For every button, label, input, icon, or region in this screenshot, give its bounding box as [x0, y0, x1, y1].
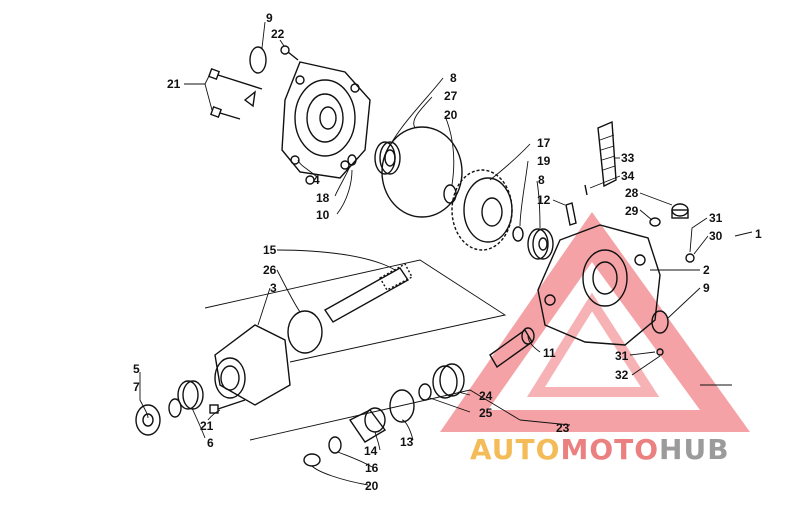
callout-14: 14 [364, 444, 378, 458]
housing-3 [214, 324, 291, 406]
screw-22 [280, 45, 299, 61]
watermark-logo: AUTOMOTOHUB [440, 212, 750, 466]
callout-13: 13 [400, 435, 414, 449]
spacer-25 [418, 383, 432, 401]
callout-16: 16 [365, 461, 379, 475]
spring-16 [328, 436, 342, 454]
callout-32: 32 [615, 368, 629, 382]
watermark-moto: MOTO [560, 433, 659, 466]
shim-20-upper [443, 184, 457, 204]
callout-19: 19 [537, 154, 551, 168]
bolt-21-lower [209, 399, 246, 414]
callout-10: 10 [316, 208, 330, 222]
callout-25: 25 [479, 406, 493, 420]
sub-assembly-frame-lower [249, 389, 521, 441]
watermark-triangle-inner [527, 292, 660, 397]
callout-12: 12 [537, 193, 551, 207]
callout-2: 2 [703, 263, 710, 277]
pinion-shaft-11 [489, 327, 535, 369]
leader-lines [139, 21, 753, 486]
callout-7: 7 [133, 380, 140, 394]
watermark-hub: HUB [659, 433, 730, 466]
cover-plate [281, 61, 371, 185]
seal-9-upper [249, 46, 267, 74]
callout-30: 30 [709, 229, 723, 243]
bolts-21 [207, 67, 263, 120]
callout-21-top: 21 [167, 77, 181, 91]
plug-28 [671, 203, 689, 219]
shaft-15 [323, 263, 413, 323]
bearing-8-upper [374, 141, 401, 175]
ring-gear-17 [451, 169, 513, 251]
callout-20-lower: 20 [365, 479, 379, 493]
watermark-triangle [440, 212, 750, 432]
circlip-5 [168, 398, 182, 418]
bearing-24 [432, 363, 465, 399]
pin-34 [584, 184, 588, 196]
washer-18 [347, 154, 357, 166]
seal-13 [389, 389, 415, 423]
callout-6: 6 [207, 436, 214, 450]
callout-31-top: 31 [709, 211, 723, 225]
callout-29: 29 [625, 204, 639, 218]
callout-34: 34 [621, 169, 635, 183]
callout-24: 24 [479, 389, 493, 403]
screw-30 [685, 253, 695, 263]
bearing-8-mid [527, 228, 554, 260]
sleeve-14 [348, 407, 387, 443]
callout-1: 1 [755, 227, 762, 241]
callout-18: 18 [316, 191, 330, 205]
sensor-12 [565, 202, 577, 226]
callout-3: 3 [270, 281, 277, 295]
screw-32 [656, 348, 664, 356]
callout-4: 4 [313, 173, 320, 187]
callout-31-lower: 31 [615, 349, 629, 363]
cap-7 [135, 404, 161, 436]
o-ring-26 [287, 310, 323, 354]
callout-26: 26 [263, 263, 277, 277]
sub-assembly-frame-upper [204, 259, 507, 363]
bearing-6 [177, 380, 204, 410]
o-ring-27 [381, 126, 463, 218]
callout-28: 28 [625, 186, 639, 200]
watermark-auto: AUTO [470, 433, 560, 466]
washer-29 [649, 217, 661, 227]
callout-15: 15 [263, 243, 277, 257]
callout-8-top: 8 [450, 71, 457, 85]
callout-8-mid: 8 [538, 173, 545, 187]
callout-33: 33 [621, 151, 635, 165]
callout-17: 17 [537, 136, 551, 150]
callout-21-lower: 21 [200, 419, 214, 433]
callout-20-top: 20 [444, 108, 458, 122]
callout-5: 5 [133, 362, 140, 376]
gear-housing-2 [537, 224, 661, 346]
callout-9-lower: 9 [703, 281, 710, 295]
circlip-20-lower [303, 453, 321, 467]
svg-text:AUTOMOTOHUB: AUTOMOTOHUB [470, 433, 730, 466]
shim-19 [512, 226, 524, 242]
callout-11: 11 [543, 346, 556, 360]
callout-9-top: 9 [266, 11, 273, 25]
callout-labels: 9 22 21 8 27 20 4 18 10 17 19 8 12 33 34… [133, 11, 762, 493]
seal-9-lower [651, 310, 669, 334]
callout-22: 22 [271, 27, 285, 41]
boot-33 [597, 120, 617, 188]
callout-27: 27 [444, 89, 458, 103]
callout-23: 23 [556, 421, 570, 435]
